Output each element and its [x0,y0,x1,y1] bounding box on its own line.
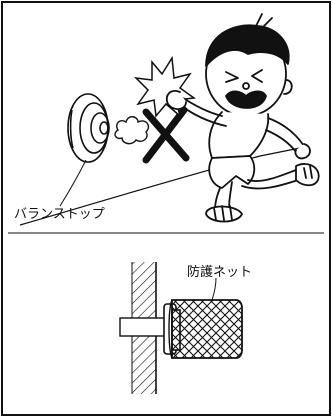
stopper-leader-line [59,159,87,207]
net-label: 防護ネット [187,265,253,280]
mount-rod [119,317,169,337]
protective-net [168,299,243,359]
boy-figure [165,13,320,223]
net-leader-line [211,277,217,301]
impact-puff [114,116,150,145]
impact-burst [133,55,197,119]
door-stopper-drawing [67,93,110,163]
stopper-label: バランストップ [14,207,105,222]
cross-mark-icon [142,106,190,164]
